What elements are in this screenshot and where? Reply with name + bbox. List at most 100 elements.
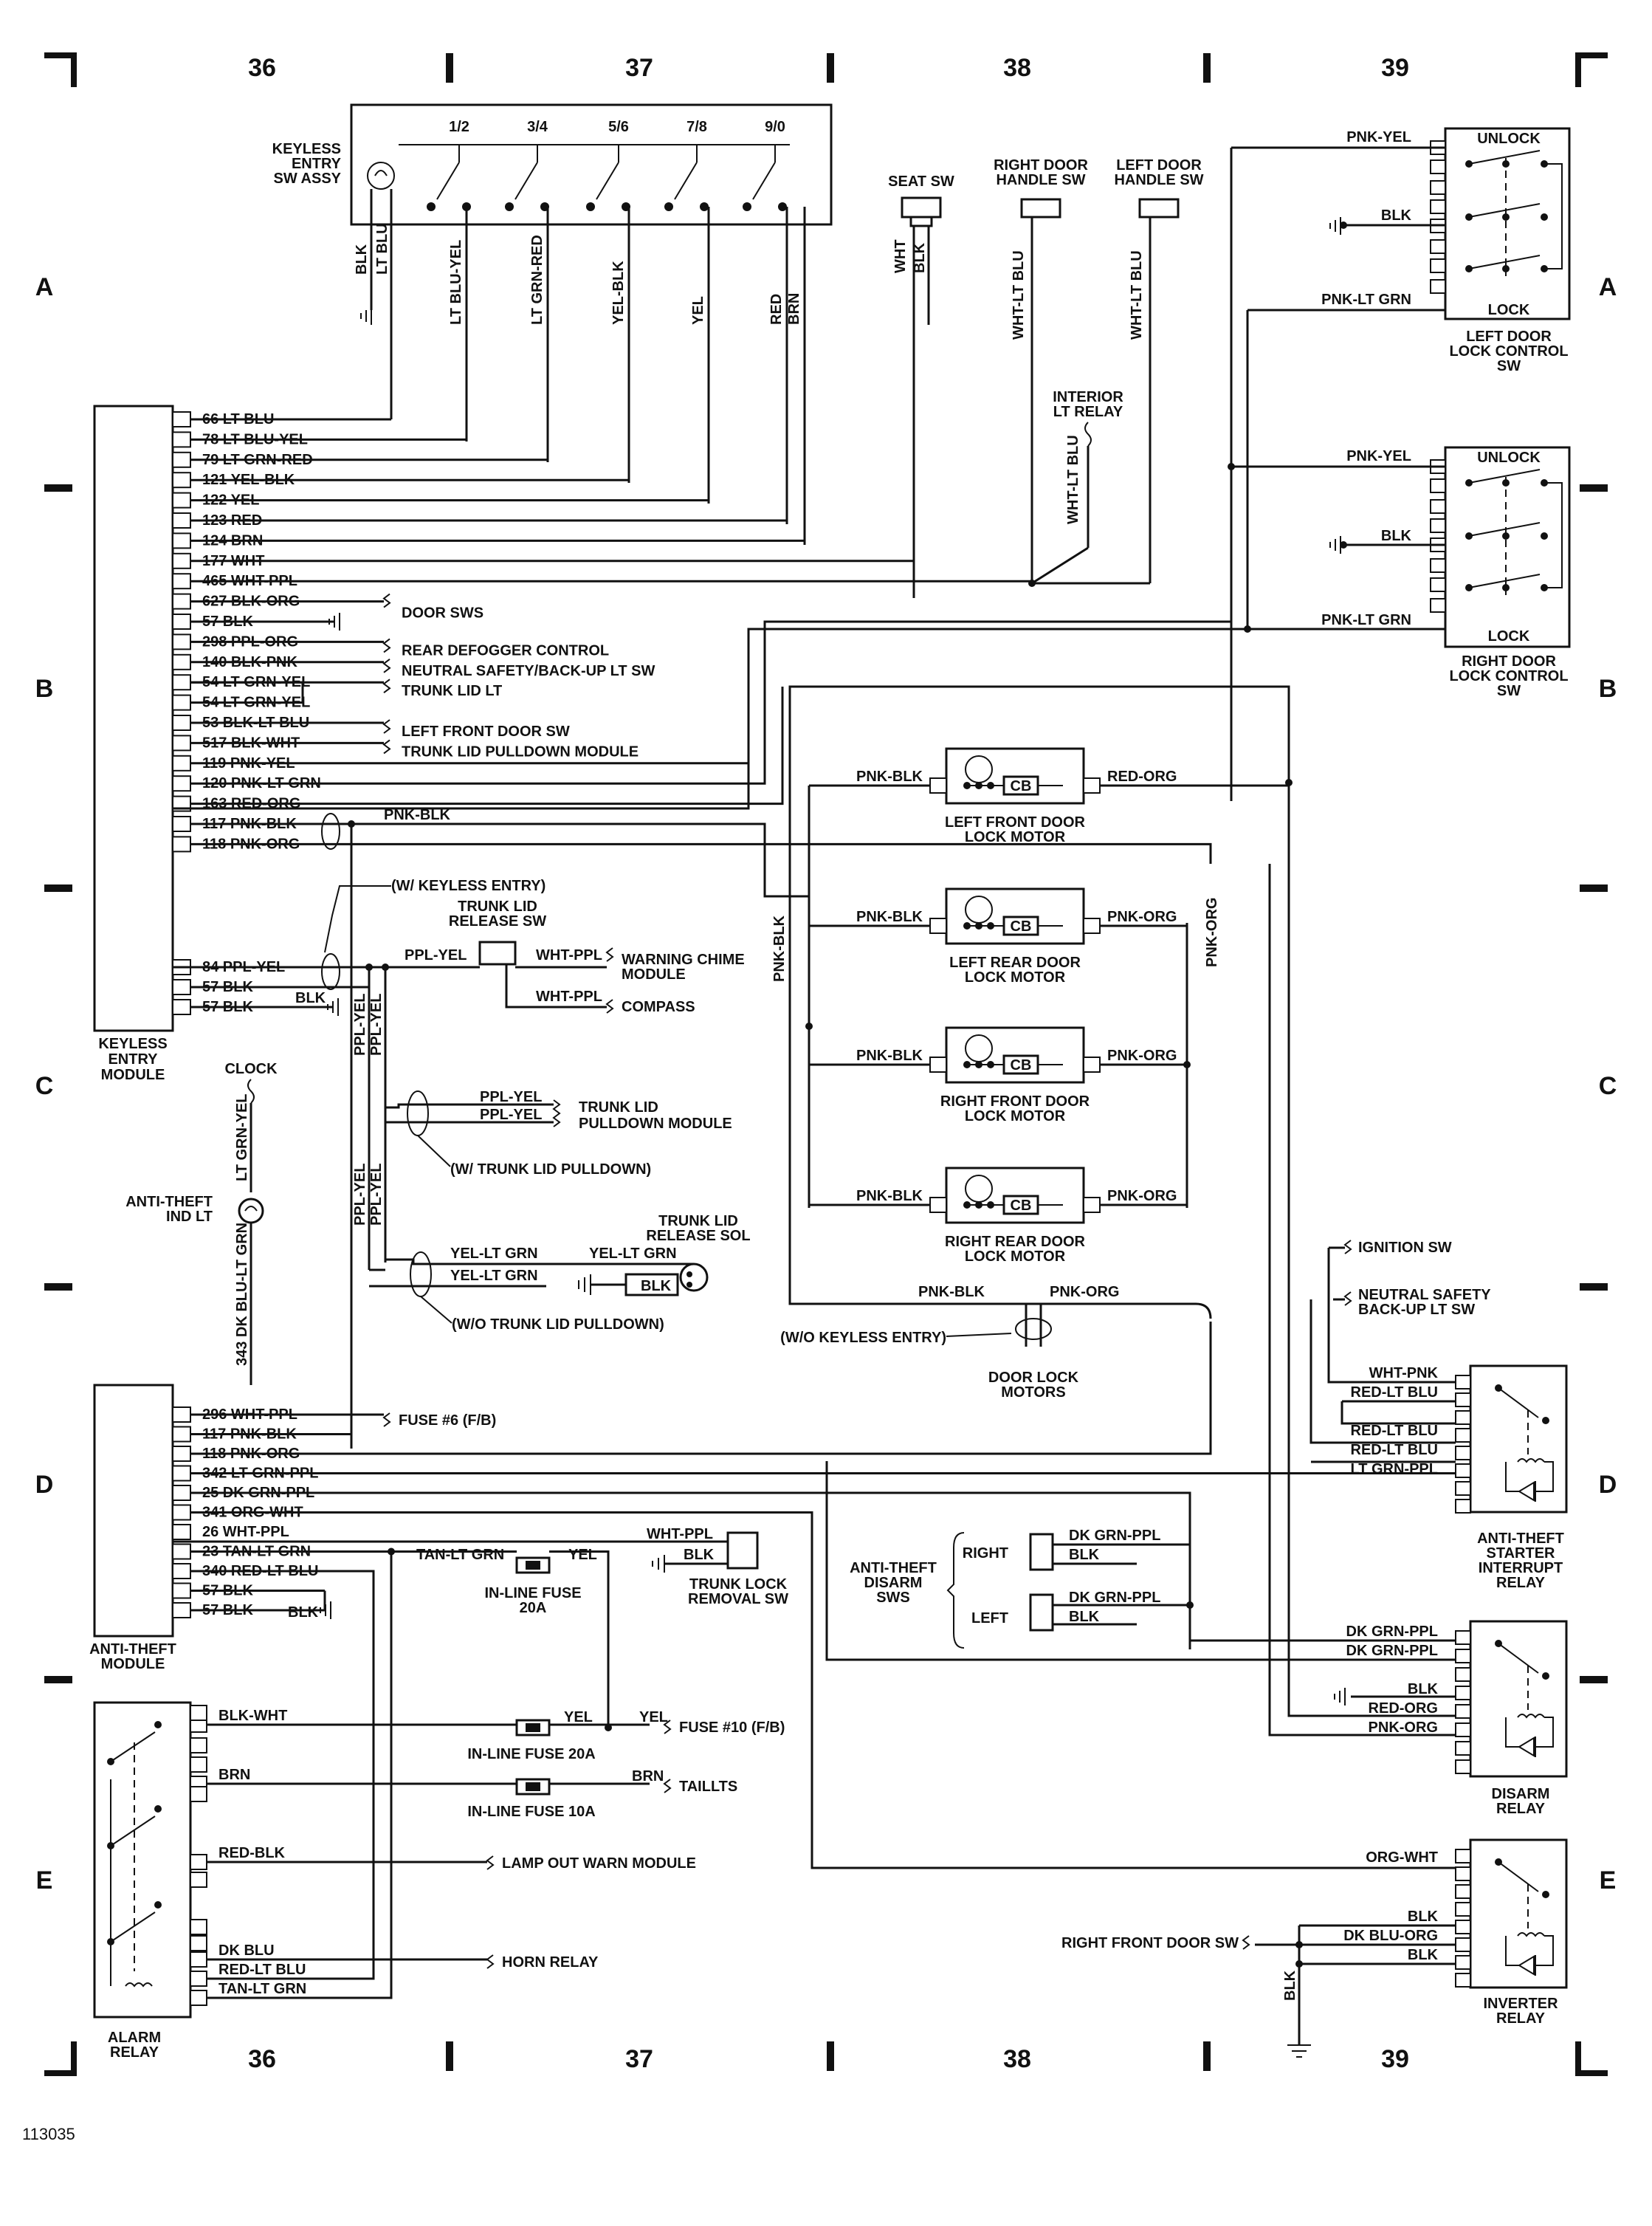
tlrsol-wire-2: YEL-LT GRN (450, 1268, 538, 1284)
atm-blk: BLK (288, 1604, 319, 1621)
key-button-contact (752, 162, 776, 200)
kem-pin (172, 451, 191, 468)
kem-pin (172, 472, 191, 489)
lock-sw-pin (1430, 159, 1446, 174)
lock-motor-left-wire-3: PNK-BLK (856, 1048, 923, 1064)
tlrs-chime-2: MODULE (622, 966, 686, 983)
alarm-yel1: YEL (564, 1709, 593, 1725)
relay-pin (1455, 1759, 1471, 1774)
tlrs2-blk: BLK (684, 1547, 715, 1563)
kem-pin (172, 411, 191, 427)
col-label-39-bottom: 39 (1381, 2045, 1409, 2073)
relay-pin (1455, 1686, 1471, 1700)
tlrsol-blk: BLK (641, 1278, 672, 1294)
row-label-b-left: B (35, 675, 54, 703)
ldh-title-2: HANDLE SW (1114, 172, 1203, 188)
tlrs-title-1: TRUNK LID (458, 899, 537, 915)
rdlc-unlock: UNLOCK (1477, 450, 1541, 466)
atm-pin (172, 1543, 191, 1560)
seat-sw-wht: WHT (892, 239, 909, 273)
tlp-wire-2: PPL-YEL (480, 1107, 542, 1123)
tlrsol-wire-1: YEL-LT GRN (450, 1246, 538, 1262)
disarm-blk: BLK (1408, 1681, 1439, 1697)
circuit-breaker-label-4: CB (1011, 1198, 1032, 1214)
interior-lt-relay: INTERIOR LT RELAY WHT-LT BLU (1028, 389, 1150, 587)
atsir-title-2: STARTER (1487, 1545, 1556, 1562)
kesw-wire-8: BRN (786, 293, 802, 325)
atds-right: RIGHT (963, 1545, 1008, 1562)
relay-pin (1455, 1704, 1471, 1719)
kem-pin (172, 775, 191, 792)
key-button-2: 3/4 (527, 119, 548, 135)
tlp-riser-4: PPL-YEL (368, 1164, 385, 1226)
dlm-pnk-org: PNK-ORG (1050, 1284, 1119, 1300)
relay-pin (1455, 1937, 1471, 1952)
kesw-title-1: KEYLESS (272, 141, 341, 157)
disarm-title-1: DISARM (1492, 1786, 1550, 1802)
rdlc-pnk-lt-grn: PNK-LT GRN (1321, 612, 1411, 628)
kem-blk-ground: BLK (295, 990, 326, 1006)
atm-pin (172, 1426, 191, 1443)
row-label-c-left: C (35, 1072, 54, 1100)
atsir-title-1: ANTI-THEFT (1477, 1531, 1564, 1547)
seat-sw: SEAT SW WHT BLK (888, 174, 954, 598)
lamp-icon (367, 162, 395, 190)
atm-pin (172, 1446, 191, 1462)
col-label-39-top: 39 (1381, 54, 1409, 82)
kesw-wire-7: RED (768, 294, 785, 325)
lock-bus-pnk-org: PNK-ORG (1204, 898, 1220, 967)
kesw-title-3: SW ASSY (274, 171, 342, 187)
kesw-wire-5: YEL-BLK (610, 261, 627, 325)
kem-routing-wires (173, 148, 1251, 810)
trunk-lock-removal-sw: WHT-PPL BLK TRUNK LOCK REMOVAL SW (173, 1526, 788, 1607)
tlrs2-title-2: REMOVAL SW (688, 1591, 788, 1607)
kem-pin (172, 552, 191, 569)
circuit-breaker-label-2: CB (1011, 918, 1032, 935)
relay-pin (1455, 1392, 1471, 1407)
relay-pin (1455, 1446, 1471, 1460)
row-label-a-right: A (1599, 273, 1617, 301)
inv-title-1: INVERTER (1483, 1996, 1558, 2012)
kem-pin (172, 715, 191, 731)
atm-tan-lt-grn: TAN-LT GRN (416, 1547, 504, 1563)
tlp-wire-1: PPL-YEL (480, 1089, 542, 1105)
kem-pin (172, 573, 191, 590)
alarm-yel2: YEL (639, 1709, 668, 1725)
atsir-neutral-2: BACK-UP LT SW (1358, 1302, 1475, 1318)
atsir-wht-pnk: WHT-PNK (1369, 1365, 1439, 1381)
lock-sw-pin (1430, 199, 1446, 214)
alarm-wire-4: DK BLU (218, 1942, 275, 1959)
kesw-title-2: ENTRY (292, 156, 342, 172)
tlrs-ppl-yel: PPL-YEL (405, 947, 467, 963)
row-label-e-left: E (36, 1866, 53, 1894)
relay-pin (1455, 1463, 1471, 1478)
ldlc-title-1: LEFT DOOR (1466, 329, 1552, 345)
lock-motor-subtitle-4: LOCK MOTOR (965, 1248, 1066, 1265)
key-button-contact (596, 162, 619, 200)
key-button-4: 7/8 (686, 119, 707, 135)
atsir-title-4: RELAY (1496, 1575, 1546, 1591)
right-door-lock-control-sw: UNLOCK LOCK RIGHT DOOR LOCK CONTROL SW P… (1231, 446, 1571, 699)
lock-motor-right-wire-2: PNK-ORG (1107, 909, 1177, 925)
key-button-contact (674, 162, 698, 200)
clock-title: CLOCK (224, 1061, 278, 1077)
inv-ground: BLK (1282, 1970, 1298, 2001)
kem-pin (172, 694, 191, 711)
ldh-wire: WHT-LT BLU (1129, 250, 1145, 340)
kem-pin (172, 593, 191, 610)
atsir-red-lt-blu-3: RED-LT BLU (1351, 1442, 1439, 1458)
atil-wire: 343 DK BLU-LT GRN (234, 1223, 250, 1366)
relay-pin (1455, 1630, 1471, 1645)
ldlc-pnk-lt-grn: PNK-LT GRN (1321, 292, 1411, 308)
dlm-note: (W/O KEYLESS ENTRY) (780, 1330, 946, 1346)
lock-motor-title-2: LEFT REAR DOOR (949, 955, 1081, 971)
relay-pin (1455, 1499, 1471, 1514)
rdh-wire: WHT-LT BLU (1011, 250, 1027, 340)
alarm-taillts: TAILLTS (679, 1779, 737, 1795)
inv-blk-1: BLK (1408, 1909, 1439, 1925)
kesw-wire-4: LT GRN-RED (529, 235, 545, 325)
tlp-riser-1: PPL-YEL (352, 994, 368, 1056)
